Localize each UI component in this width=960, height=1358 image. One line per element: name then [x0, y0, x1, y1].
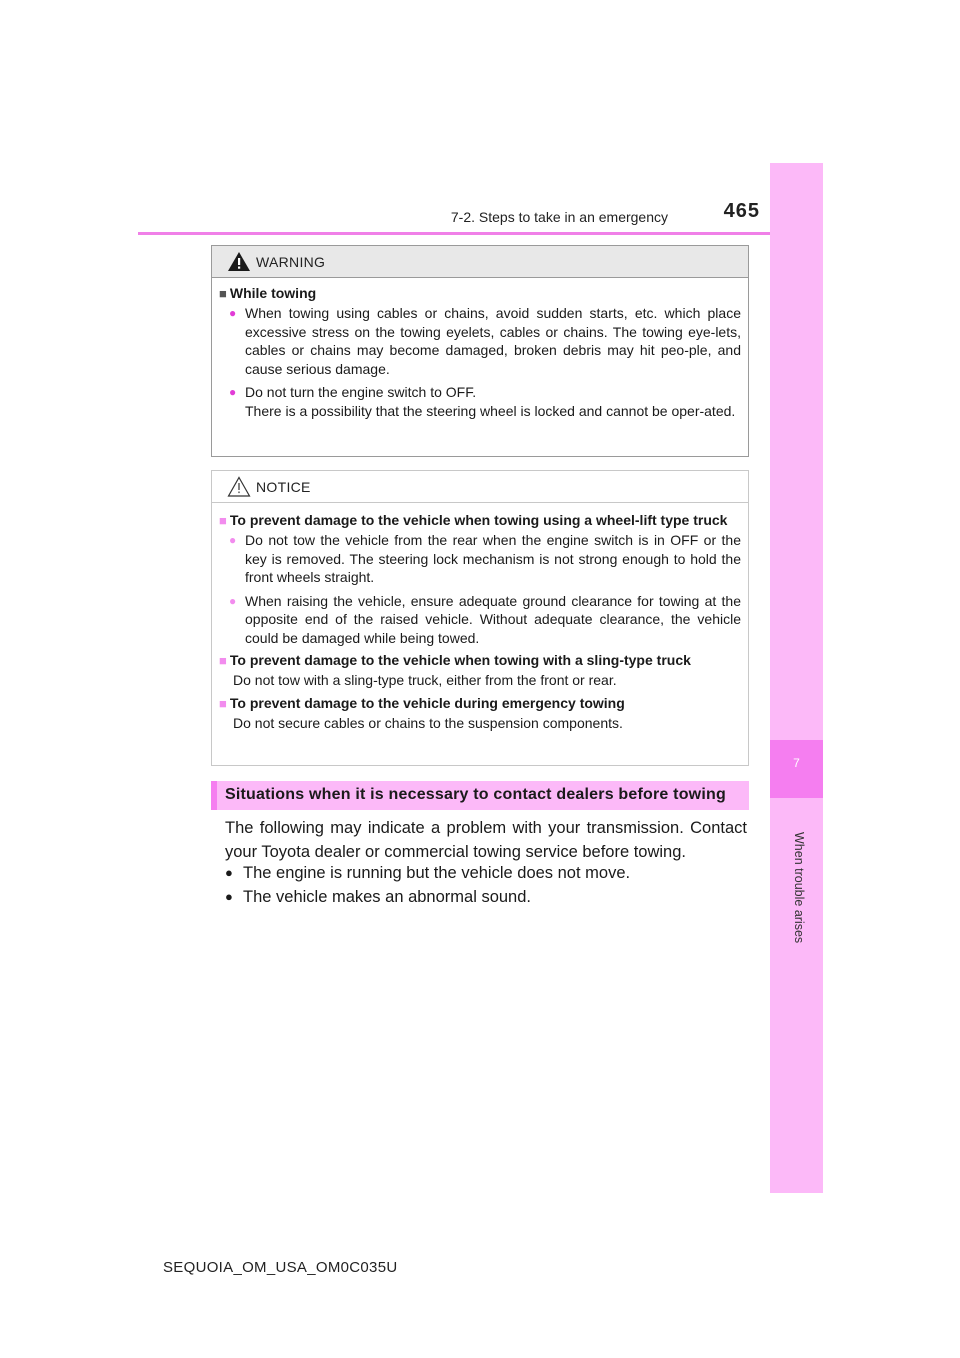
- notice-box: NOTICE ■ To prevent damage to the vehicl…: [211, 470, 749, 766]
- warning-label: WARNING: [256, 254, 326, 270]
- notice-body: ■ To prevent damage to the vehicle when …: [212, 503, 748, 743]
- round-bullet-icon: ●: [229, 533, 237, 547]
- square-bullet-icon: ■: [219, 695, 227, 711]
- warning-header: WARNING: [212, 246, 748, 278]
- square-bullet-icon: ■: [219, 286, 227, 301]
- list-item-text: When towing using cables or chains, avoi…: [245, 305, 741, 377]
- list-item: ● When raising the vehicle, ensure adequ…: [229, 592, 741, 648]
- chapter-title: When trouble arises: [792, 832, 806, 944]
- page-number: 465: [723, 200, 760, 222]
- notice-header: NOTICE: [212, 471, 748, 503]
- notice-subheading: ■ To prevent damage to the vehicle when …: [219, 652, 741, 669]
- warning-body: ■ While towing ● When towing using cable…: [212, 278, 748, 426]
- list-item-text: Do not tow the vehicle from the rear whe…: [245, 532, 741, 585]
- list-item-line: There is a possibility that the steering…: [245, 402, 736, 419]
- notice-triangle-icon: [227, 476, 251, 497]
- warning-subheading: ■ While towing: [219, 285, 741, 302]
- notice-subheading: ■ To prevent damage to the vehicle when …: [219, 512, 741, 529]
- square-bullet-icon: ■: [219, 653, 227, 668]
- list-item-line: Do not turn the engine switch to OFF.: [245, 384, 477, 400]
- notice-paragraph: Do not tow with a sling-type truck, eith…: [233, 672, 617, 688]
- list-item-text: The engine is running but the vehicle do…: [243, 864, 631, 882]
- list-item: ● Do not tow the vehicle from the rear w…: [229, 531, 741, 587]
- round-bullet-icon: ●: [225, 889, 233, 904]
- body-paragraph: The following may indicate a problem wit…: [225, 819, 747, 861]
- list-item: ● When towing using cables or chains, av…: [229, 304, 741, 378]
- list-item: ● The engine is running but the vehicle …: [225, 861, 747, 885]
- notice-label: NOTICE: [256, 479, 311, 495]
- section-heading: Situations when it is necessary to conta…: [211, 781, 749, 810]
- section-reference: 7-2. Steps to take in an emergency: [450, 209, 668, 225]
- list-item-text: When raising the vehicle, ensure adequat…: [245, 592, 741, 646]
- list-item-text: The vehicle makes an abnormal sound.: [243, 888, 531, 906]
- round-bullet-icon: ●: [229, 306, 237, 320]
- chapter-tab: [770, 740, 823, 798]
- document-code: SEQUOIA_OM_USA_OM0C035U: [163, 1259, 398, 1276]
- notice-subheading: ■ To prevent damage to the vehicle durin…: [219, 695, 741, 712]
- warning-triangle-icon: [228, 252, 250, 271]
- warning-subheading-text: While towing: [229, 285, 317, 301]
- round-bullet-icon: ●: [225, 865, 233, 880]
- warning-box: WARNING ■ While towing ● When towing usi…: [211, 245, 749, 457]
- square-bullet-icon: ■: [219, 513, 227, 528]
- notice-subheading-text: To prevent damage to the vehicle when to…: [229, 512, 728, 528]
- notice-subheading-text: To prevent damage to the vehicle when to…: [229, 652, 691, 668]
- chapter-number: 7: [793, 756, 800, 770]
- round-bullet-icon: ●: [229, 385, 237, 399]
- chapter-side-strip: [770, 163, 823, 1193]
- round-bullet-icon: ●: [229, 593, 237, 608]
- list-item: ● The vehicle makes an abnormal sound.: [225, 885, 747, 909]
- list-item-text: Do not turn the engine switch to OFF. Th…: [245, 383, 741, 420]
- list-item: ● Do not turn the engine switch to OFF. …: [229, 383, 741, 420]
- header-rule: [138, 232, 823, 235]
- notice-paragraph: Do not secure cables or chains to the su…: [233, 714, 623, 731]
- notice-subheading-text: To prevent damage to the vehicle during …: [229, 694, 625, 711]
- bullet-list: ● The engine is running but the vehicle …: [225, 861, 747, 909]
